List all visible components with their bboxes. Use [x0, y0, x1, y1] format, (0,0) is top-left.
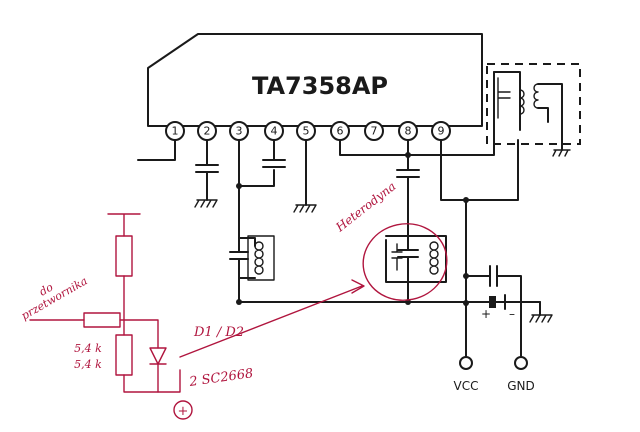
supply-circle: [173, 400, 193, 420]
pin-4: 4: [264, 121, 284, 141]
ic-pins: 1 2 3 4 5 6 7 8 9: [165, 121, 451, 141]
ic-package: TA7358AP: [147, 33, 483, 127]
svg-text:9: 9: [438, 125, 445, 138]
lc-tank-left: [229, 235, 275, 281]
resistor-value-b: 5,4 k: [74, 358, 102, 371]
hand-resistor-bottom: [115, 334, 133, 376]
pin-6: 6: [330, 121, 350, 141]
minus-mark: –: [509, 307, 515, 321]
pin-3: 3: [229, 121, 249, 141]
heterodyna-note: Heterodyna: [332, 179, 398, 235]
pointer-arrowhead: [351, 279, 365, 294]
lc-tank-oscillator: [385, 231, 447, 291]
hand-resistor-output: [83, 312, 121, 328]
highlight-oval: [362, 223, 448, 301]
transistor-label: 2 SC2668: [187, 366, 254, 390]
output-note-1: do: [37, 280, 56, 298]
svg-text:4: 4: [271, 125, 278, 138]
svg-text:6: 6: [337, 125, 344, 138]
chip-part-number: TA7358AP: [252, 72, 388, 100]
handwritten-additions: Heterodyna do przetwornika 5,4 k 5,4 k D…: [19, 179, 448, 420]
pin-2: 2: [197, 121, 217, 141]
svg-text:3: 3: [236, 125, 243, 138]
plus-mark: +: [481, 307, 491, 321]
supply-symbol: +: [178, 404, 189, 419]
vcc-label: VCC: [454, 379, 479, 393]
pin-7: 7: [364, 121, 384, 141]
output-note-2: przetwornika: [19, 274, 90, 322]
pin-9: 9: [431, 121, 451, 141]
pin-5: 5: [296, 121, 316, 141]
if-transformer: [486, 63, 581, 157]
svg-text:7: 7: [371, 125, 378, 138]
svg-text:2: 2: [204, 125, 211, 138]
resistor-value-a: 5,4 k: [74, 342, 102, 355]
svg-text:5: 5: [303, 125, 310, 138]
pin-8: 8: [398, 121, 418, 141]
vcc-terminal: VCC: [454, 356, 479, 393]
pointer-arrow: [179, 285, 363, 358]
hand-resistor-top: [115, 235, 133, 277]
svg-text:1: 1: [172, 125, 179, 138]
gnd-terminal: GND: [507, 356, 535, 393]
diode-label: D1 / D2: [193, 325, 244, 340]
gnd-label: GND: [507, 379, 535, 393]
hand-diode: [149, 347, 167, 365]
wiring: [137, 71, 553, 358]
pin-1: 1: [165, 121, 185, 141]
svg-text:8: 8: [405, 125, 412, 138]
